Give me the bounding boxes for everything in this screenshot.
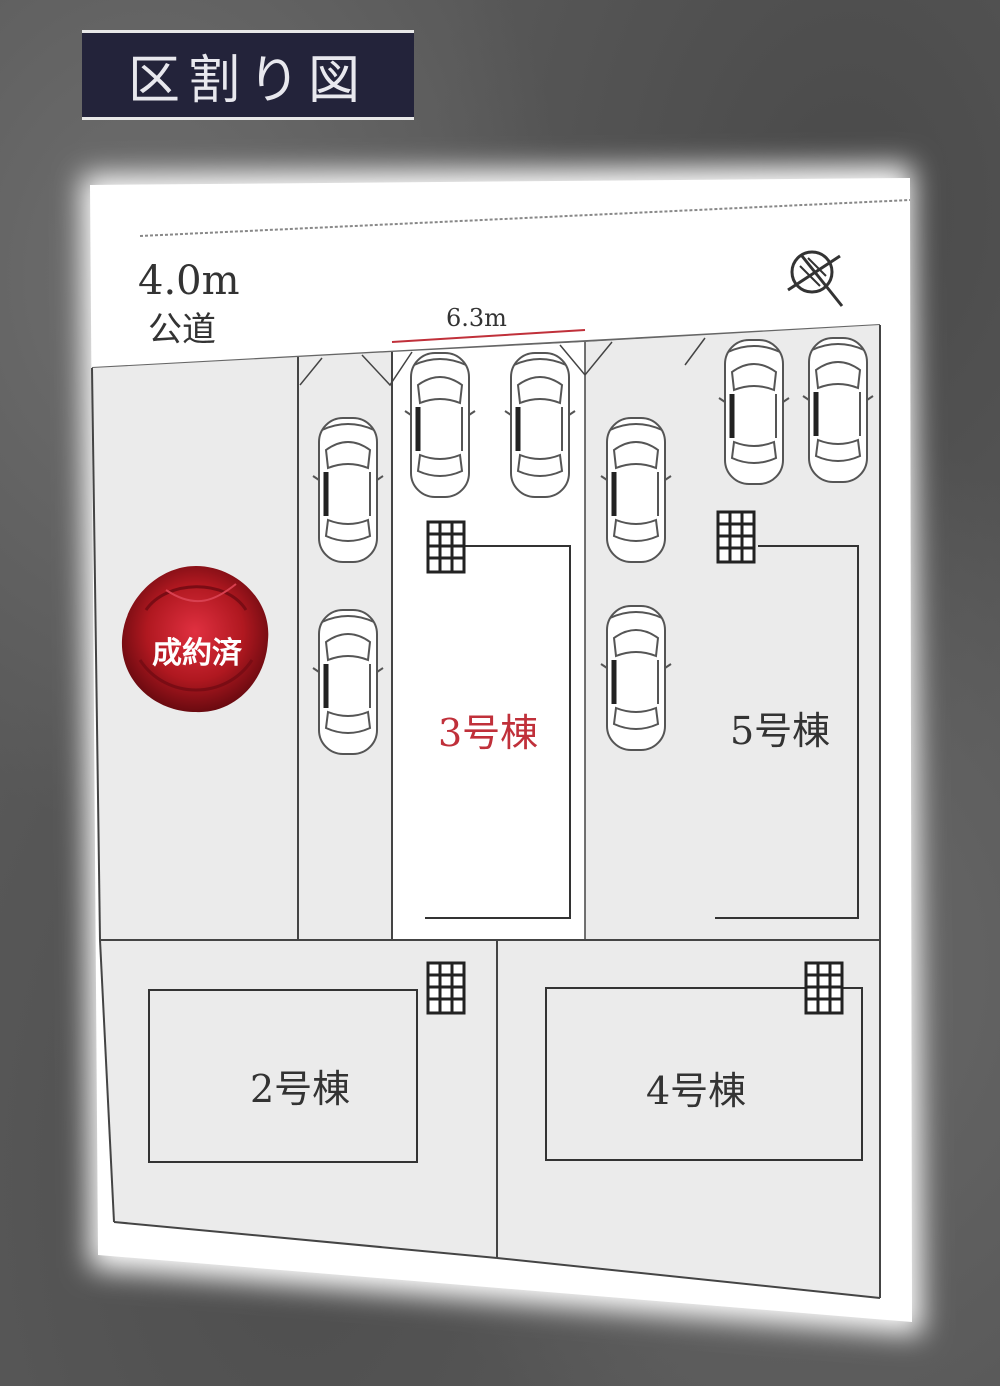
building-5-outline (715, 545, 859, 919)
boundary-line (496, 1257, 881, 1299)
title-banner: 区割り図 (82, 30, 414, 120)
boundary-line (99, 939, 115, 1223)
building-2-outline (148, 989, 418, 1163)
lot-4-area (497, 940, 880, 1298)
lot-2-area (100, 940, 497, 1258)
sold-stamp-label: 成約済 (152, 636, 242, 671)
lot-5-label: 5号棟 (730, 709, 831, 753)
lot-2-label: 2号棟 (250, 1067, 351, 1111)
road-edge-top (139, 199, 911, 237)
dimension-line (391, 329, 586, 343)
boundary-line (91, 367, 101, 941)
dimension-label: 6.3m (446, 304, 507, 332)
boundary-line (113, 1221, 498, 1259)
road-edge-bottom (91, 324, 881, 369)
lot-3-label: 3号棟 (438, 711, 539, 755)
building-3-outline (425, 545, 571, 919)
page-title: 区割り図 (127, 50, 368, 111)
sold-stamp-rose (121, 566, 269, 713)
north-arrow-icon (787, 250, 844, 307)
road-width-label: 4.0m (138, 258, 240, 304)
road-type-label: 公道 (148, 310, 216, 350)
lot-4-label: 4号棟 (646, 1069, 747, 1113)
building-4-outline (545, 987, 863, 1161)
